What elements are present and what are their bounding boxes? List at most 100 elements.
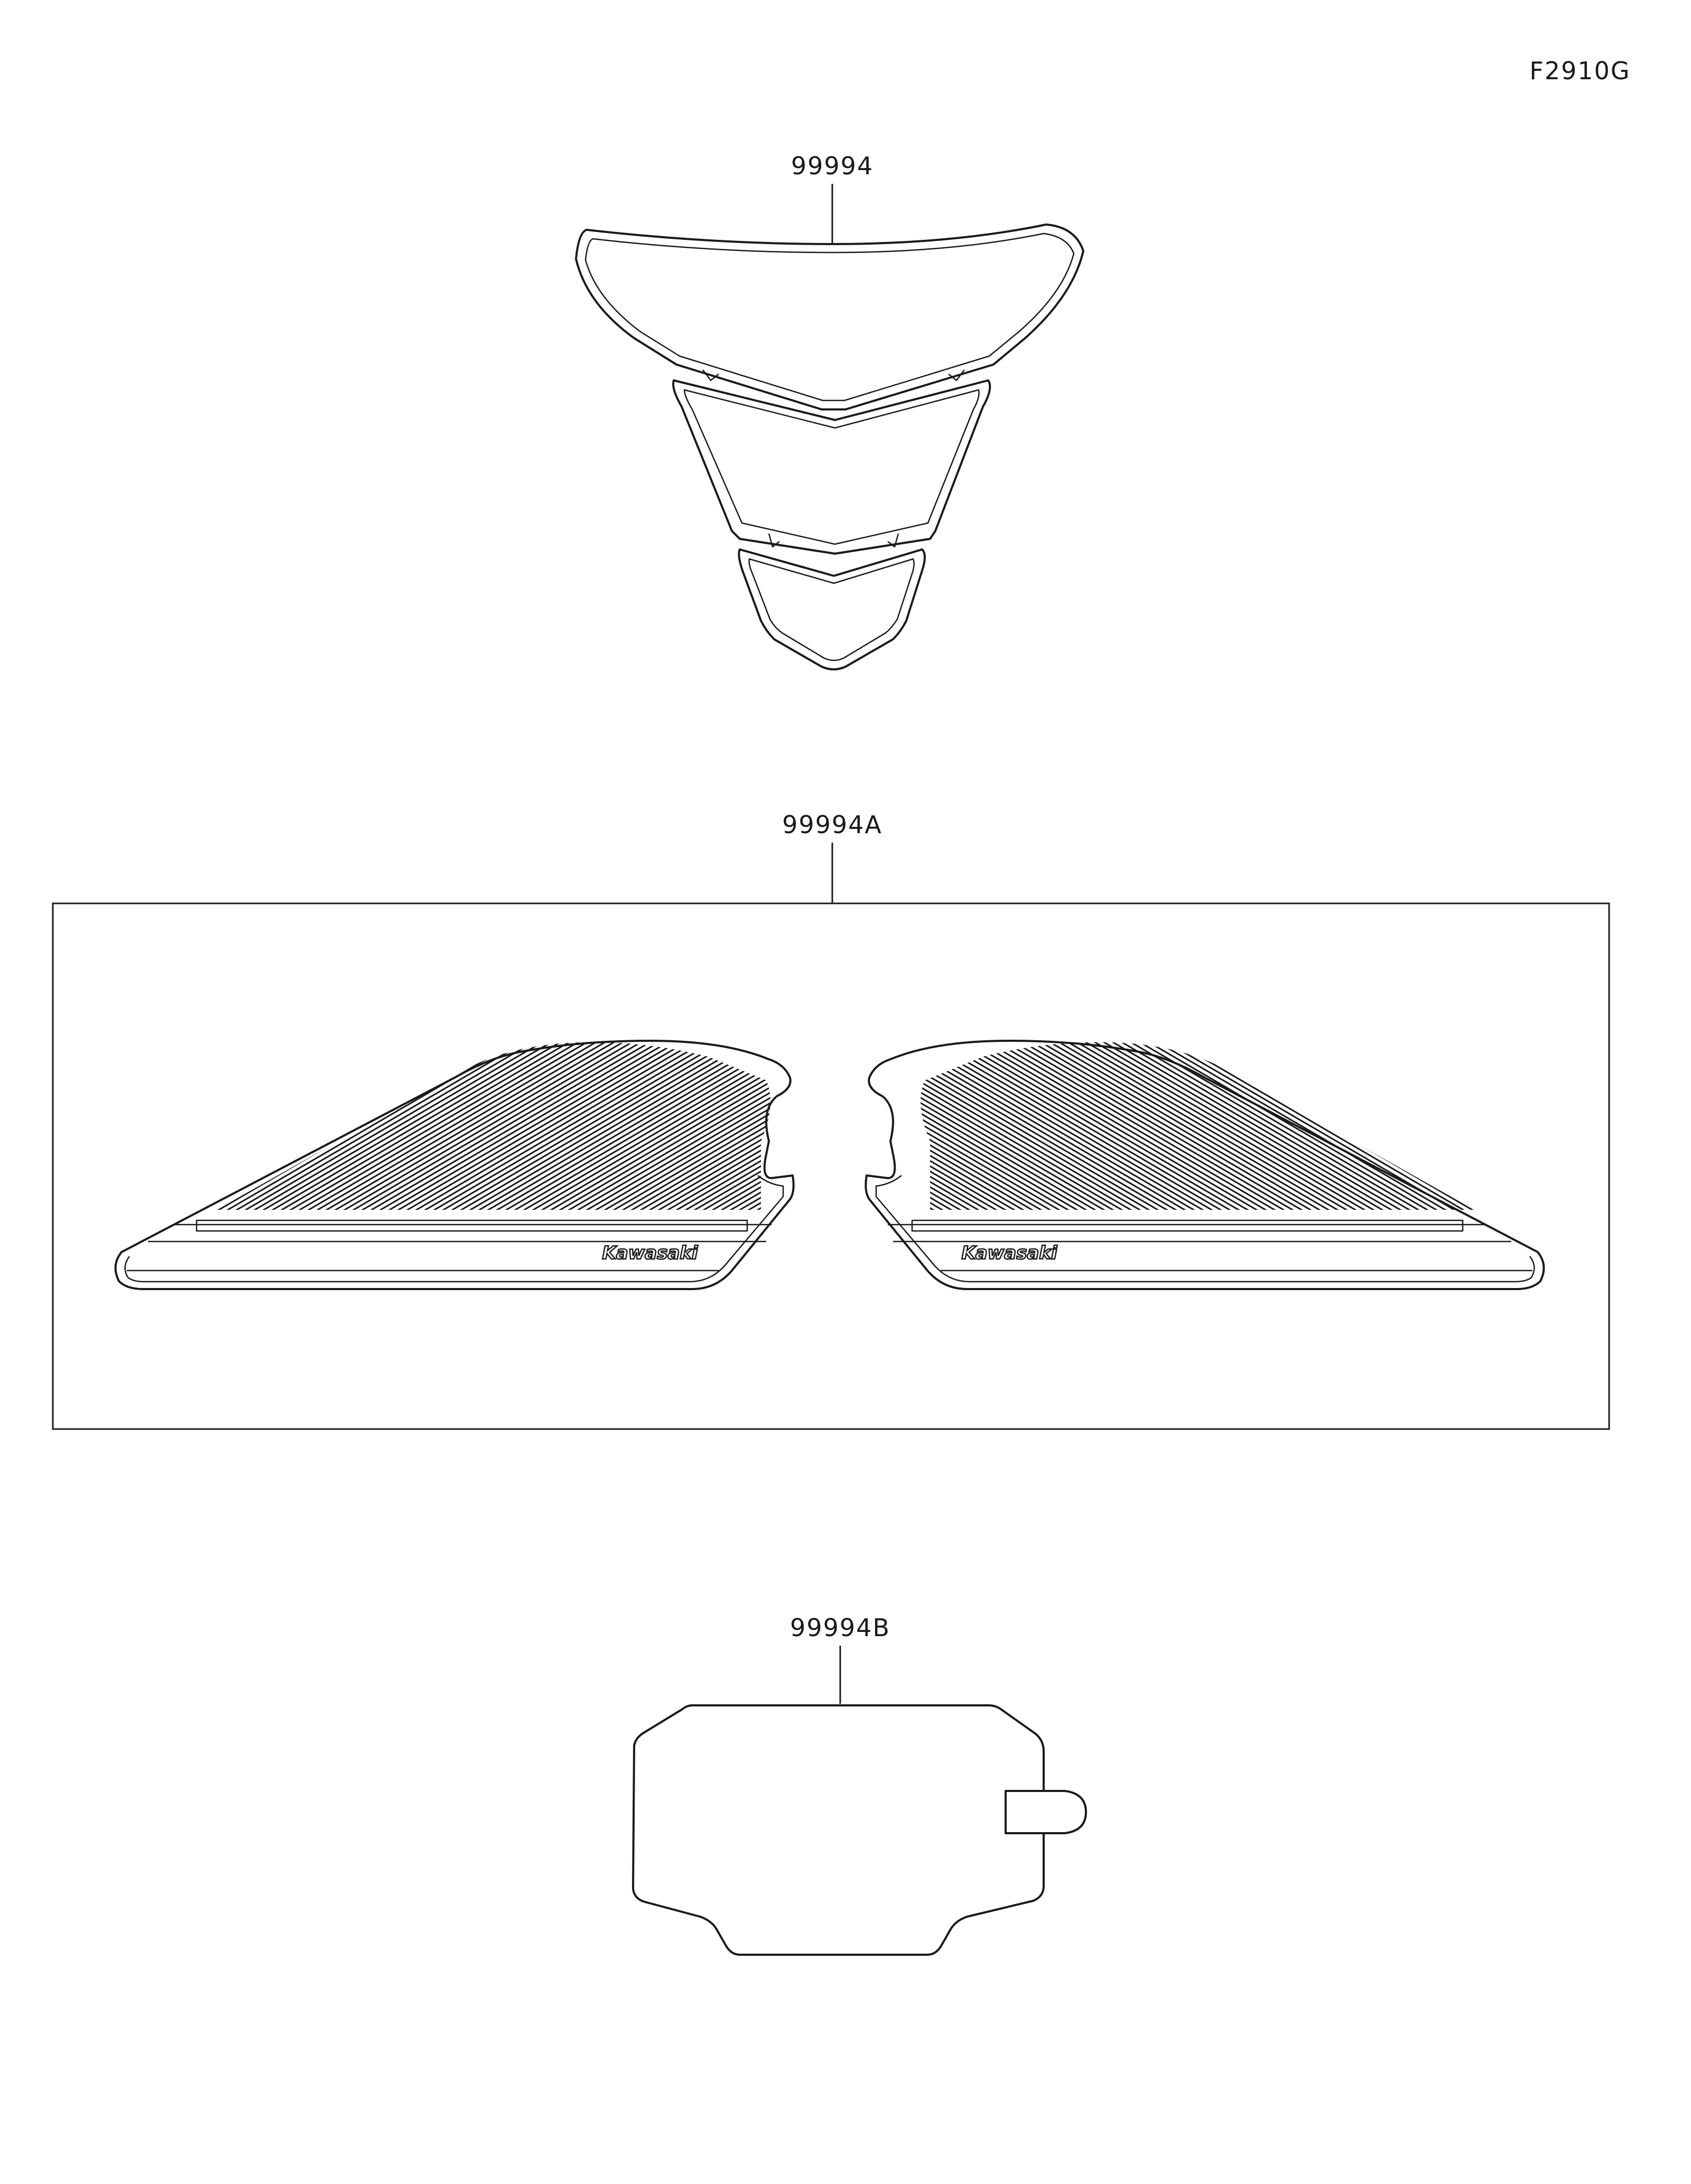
rib-line	[596, 1042, 770, 1210]
rib-line	[1469, 1042, 1474, 1210]
rib-line	[921, 1042, 1086, 1210]
rib-line	[1119, 1042, 1437, 1210]
rib-line	[685, 1042, 770, 1210]
rib-line	[0, 1030, 185, 1215]
rib-line	[1083, 1042, 1401, 1210]
tank-pad-middle-clip-left	[768, 533, 780, 548]
rib-line	[217, 1042, 285, 1210]
rib-line	[1460, 1042, 1474, 1210]
rib-line	[0, 1030, 159, 1215]
rib-line	[443, 1042, 761, 1210]
rib-line	[389, 1042, 707, 1210]
rib-line	[0, 1030, 176, 1215]
rib-line	[217, 1042, 249, 1210]
knee-pad-right-outline	[865, 1040, 1545, 1290]
rib-line	[921, 1042, 1104, 1210]
rib-line	[317, 1042, 635, 1210]
knee-pad-left-logo: Kawasaki	[602, 1243, 698, 1264]
knee-pad-left-outline	[114, 1040, 795, 1290]
knee-pad-left-inner-edge	[124, 1175, 784, 1283]
rib-line	[353, 1042, 671, 1210]
rib-line	[587, 1042, 770, 1210]
rib-line	[217, 1042, 267, 1210]
rib-line	[658, 1042, 770, 1210]
rib-line	[1532, 1030, 1691, 1215]
rib-line	[1479, 1030, 1691, 1215]
rib-line	[694, 1042, 770, 1210]
rib-line	[921, 1042, 988, 1210]
part-99994A-group: 99994A Kawasaki Kawasaki	[0, 810, 1691, 1430]
rib-line	[993, 1042, 1311, 1210]
rib-line	[921, 1042, 1006, 1210]
rib-line	[425, 1042, 743, 1210]
rib-line	[1415, 1042, 1474, 1210]
rib-line	[515, 1042, 770, 1210]
rib-line	[398, 1042, 716, 1210]
rib-line	[452, 1042, 770, 1210]
rib-line	[217, 1042, 222, 1210]
rib-line	[921, 1042, 1015, 1210]
rib-line	[1406, 1042, 1474, 1210]
rib-line	[921, 1042, 1131, 1210]
rib-line	[1011, 1042, 1329, 1210]
rib-line	[1128, 1042, 1446, 1210]
rib-line	[921, 1042, 1051, 1210]
rib-line	[1379, 1042, 1474, 1210]
tank-pad-middle-piece	[672, 379, 991, 555]
rib-line	[1397, 1042, 1474, 1210]
knee-pad-right-inner-edge	[875, 1175, 1535, 1283]
rib-line	[1065, 1042, 1383, 1210]
rib-line	[254, 1042, 572, 1210]
rib-line	[921, 1042, 1140, 1210]
rib-line	[1074, 1042, 1392, 1210]
rib-line	[542, 1042, 770, 1210]
rib-line	[1497, 1030, 1691, 1215]
knee-pad-left-stripe-bar	[196, 1219, 748, 1232]
rib-line	[245, 1042, 563, 1210]
part-99994B-group: 99994B	[632, 1613, 1087, 1956]
rib-line	[578, 1042, 770, 1210]
rib-line	[921, 1042, 1122, 1210]
rib-line	[1029, 1042, 1347, 1210]
rib-line	[1523, 1030, 1691, 1215]
rib-line	[217, 1042, 231, 1210]
rib-line	[1424, 1042, 1474, 1210]
meter-cover-sheet-tab	[1005, 1790, 1087, 1834]
rib-line	[560, 1042, 770, 1210]
rib-line	[371, 1042, 689, 1210]
rib-line	[569, 1042, 770, 1210]
rib-line	[614, 1042, 770, 1210]
rib-line	[1002, 1042, 1320, 1210]
rib-line	[921, 1042, 997, 1210]
rib-line	[1047, 1042, 1365, 1210]
rib-line	[1038, 1042, 1356, 1210]
rib-line	[921, 1042, 1069, 1210]
rib-line	[948, 1042, 1266, 1210]
part-number-99994A: 99994A	[782, 810, 882, 839]
rib-line	[524, 1042, 770, 1210]
rib-line	[0, 1030, 203, 1215]
rib-line	[1488, 1030, 1691, 1215]
rib-line	[533, 1042, 770, 1210]
rib-line	[1433, 1042, 1474, 1210]
rib-line	[921, 1042, 1033, 1210]
tank-pad-top-inner-edge	[584, 232, 1075, 402]
rib-line	[506, 1042, 770, 1210]
rib-line	[217, 1042, 258, 1210]
rib-line	[299, 1042, 617, 1210]
rib-line	[1020, 1042, 1338, 1210]
rib-line	[1506, 1030, 1691, 1215]
rib-line	[957, 1042, 1275, 1210]
rib-line	[0, 1030, 168, 1215]
rib-line	[1515, 1030, 1691, 1215]
tank-pad-middle-clip-right	[887, 533, 899, 548]
rib-line	[1137, 1042, 1455, 1210]
rib-line	[1056, 1042, 1374, 1210]
knee-pad-right-stripe-bar	[911, 1219, 1464, 1232]
rib-line	[362, 1042, 680, 1210]
rib-line	[1101, 1042, 1419, 1210]
knee-pad-set-frame	[52, 902, 1610, 1430]
rib-line	[921, 1042, 1149, 1210]
rib-line	[335, 1042, 653, 1210]
